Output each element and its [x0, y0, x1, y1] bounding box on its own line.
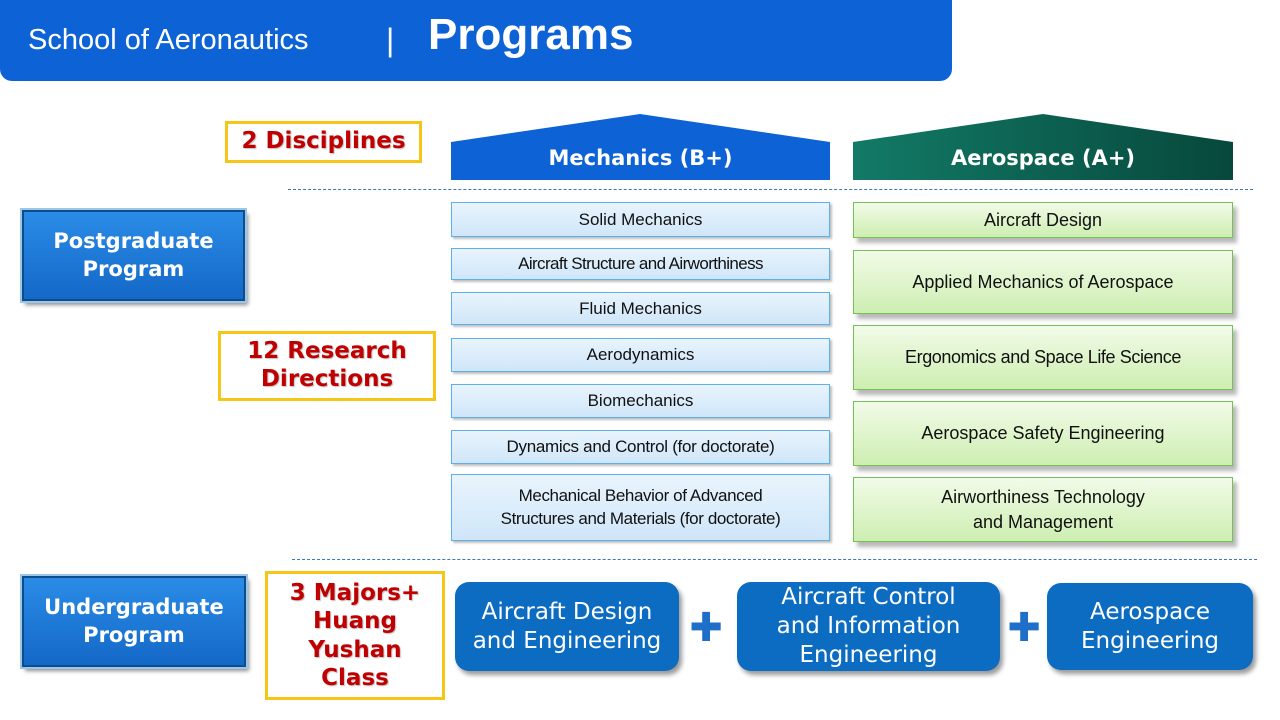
- aerospace-direction: Applied Mechanics of Aerospace: [853, 250, 1233, 314]
- postgraduate-line-2: Program: [82, 256, 185, 281]
- aerospace-direction-text: Applied Mechanics of Aerospace: [912, 271, 1174, 292]
- major-text: Aircraft Control: [781, 584, 956, 611]
- aerospace-direction: Airworthiness Technology and Management: [853, 477, 1233, 542]
- divider-top: [288, 189, 1253, 190]
- plus-icon: ✚: [689, 605, 723, 651]
- mechanics-direction: Aerodynamics: [451, 338, 830, 372]
- aerospace-direction-text: Airworthiness Technology: [941, 487, 1145, 508]
- major-text: Aircraft Design: [481, 598, 653, 625]
- mechanics-direction-text: Solid Mechanics: [578, 209, 703, 229]
- disciplines-label: 2 Disciplines: [225, 121, 422, 163]
- major-text: and Information: [776, 613, 961, 640]
- aerospace-direction-text: and Management: [972, 511, 1114, 532]
- major-text: Engineering: [1081, 627, 1219, 654]
- mechanics-direction: Fluid Mechanics: [451, 292, 830, 325]
- postgraduate-line-1: Postgraduate: [53, 229, 214, 254]
- undergraduate-line-1: Undergraduate: [44, 595, 224, 620]
- mechanics-head-title: Mechanics (B+): [548, 146, 733, 170]
- page-title: Programs: [428, 10, 634, 59]
- major-text: and Engineering: [472, 627, 662, 654]
- undergraduate-line-2: Program: [83, 622, 185, 647]
- aerospace-direction-text: Aerospace Safety Engineering: [921, 423, 1165, 444]
- research-line-2: Directions: [260, 366, 394, 392]
- mechanics-direction: Solid Mechanics: [451, 202, 830, 237]
- major-box: Aerospace Engineering: [1047, 583, 1253, 670]
- school-name: School of Aeronautics: [28, 24, 309, 56]
- majors-label: 3 Majors+ Huang Yushan Class: [265, 571, 445, 700]
- mechanics-direction: Biomechanics: [451, 384, 830, 418]
- mechanics-direction-text: Aerodynamics: [586, 345, 695, 365]
- mechanics-direction-text: Aircraft Structure and Airworthiness: [518, 254, 763, 274]
- majors-line-3: Yushan: [308, 636, 402, 663]
- mechanics-direction-text: Dynamics and Control (for doctorate): [506, 437, 775, 457]
- aerospace-head-title: Aerospace (A+): [950, 146, 1136, 170]
- aerospace-direction: Aerospace Safety Engineering: [853, 401, 1233, 466]
- mechanics-head-shape: [451, 114, 830, 180]
- mechanics-direction-text: Mechanical Behavior of Advanced: [518, 485, 763, 505]
- majors-line-1: 3 Majors+: [289, 580, 421, 607]
- major-box: Aircraft Design and Engineering: [455, 582, 679, 671]
- header-bar: [0, 0, 952, 81]
- undergraduate-program-box: Undergraduate Program: [20, 574, 248, 669]
- divider-bottom: [292, 559, 1257, 560]
- plus-icon: ✚: [1007, 605, 1041, 651]
- header-separator: |: [386, 22, 395, 58]
- mechanics-direction-text: Structures and Materials (for doctorate): [500, 508, 781, 528]
- aerospace-direction: Ergonomics and Space Life Science: [853, 325, 1233, 390]
- research-directions-label: 12 Research Directions: [218, 331, 436, 401]
- majors-line-4: Class: [321, 664, 389, 691]
- mechanics-direction: Aircraft Structure and Airworthiness: [451, 248, 830, 280]
- major-text: Engineering: [799, 641, 938, 668]
- majors-line-2: Huang: [313, 608, 397, 635]
- major-text: Aerospace: [1090, 598, 1210, 625]
- postgraduate-program-box: Postgraduate Program: [20, 208, 247, 303]
- aerospace-direction-text: Aircraft Design: [983, 209, 1103, 230]
- aerospace-head-shape: [853, 114, 1233, 180]
- mechanics-direction-text: Fluid Mechanics: [579, 298, 702, 318]
- aerospace-direction: Aircraft Design: [853, 202, 1233, 238]
- mechanics-direction: Mechanical Behavior of Advanced Structur…: [451, 474, 830, 541]
- major-box: Aircraft Control and Information Enginee…: [737, 582, 1000, 671]
- research-line-1: 12 Research: [247, 338, 407, 365]
- mechanics-direction: Dynamics and Control (for doctorate): [451, 430, 830, 464]
- mechanics-direction-text: Biomechanics: [587, 391, 694, 411]
- aerospace-direction-text: Ergonomics and Space Life Science: [905, 347, 1181, 368]
